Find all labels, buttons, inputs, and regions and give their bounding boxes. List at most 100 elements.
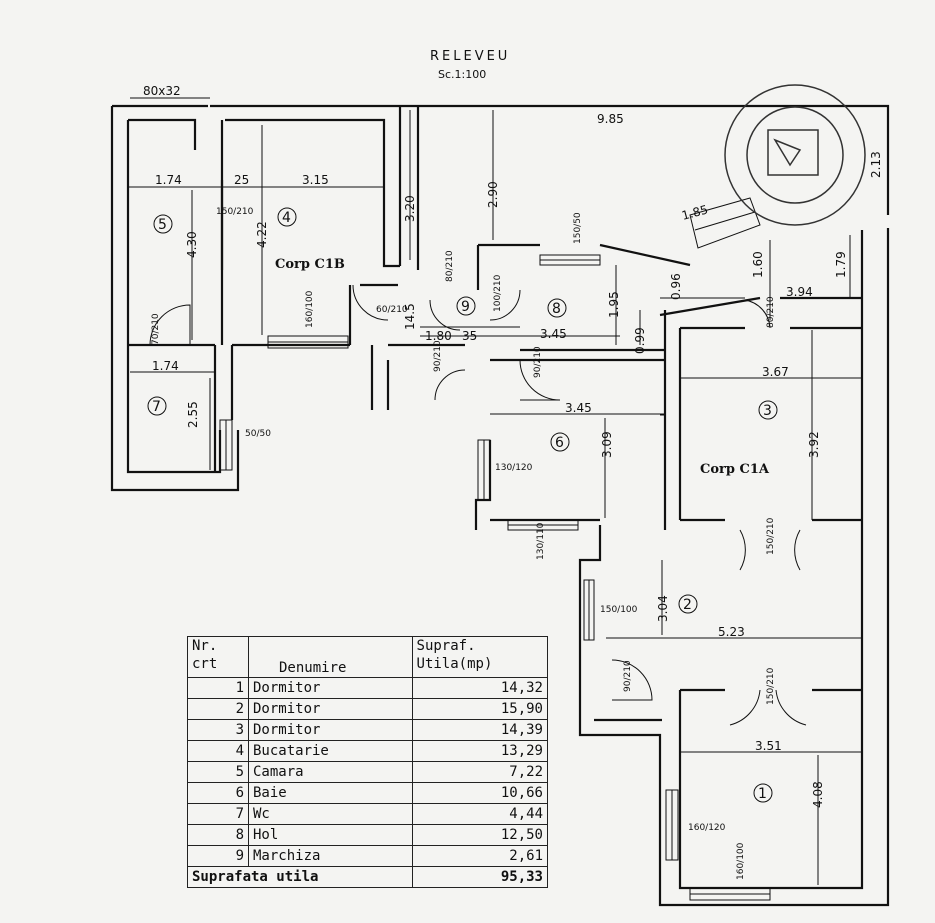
opening-label: 150/210 xyxy=(216,207,254,217)
legend-room-name: Wc xyxy=(248,803,413,825)
dimension-labels: 80x32 9.85 1.74 25 3.15 3.20 2.90 4.30 4… xyxy=(143,84,883,808)
legend-room-name: Dormitor xyxy=(248,698,413,720)
room-number-7: 7 xyxy=(152,399,161,415)
legend-room-area: 15,90 xyxy=(411,698,549,720)
dim-label: 3.45 xyxy=(540,327,567,341)
legend-room-name: Marchiza xyxy=(248,845,413,867)
opening-label: 90/210 xyxy=(623,660,633,692)
dim-label: 80x32 xyxy=(143,84,181,98)
opening-label: 160/100 xyxy=(305,290,315,328)
legend-room-name: Dormitor xyxy=(248,677,413,699)
legend-header-area2: Utila(mp) xyxy=(416,656,493,672)
dim-label: 1.95 xyxy=(607,291,621,318)
room-number-2: 2 xyxy=(683,597,692,613)
opening-label: 60/210 xyxy=(376,305,408,315)
dimension-lines xyxy=(130,97,851,885)
legend-total-value: 95,33 xyxy=(411,866,549,888)
dim-label: 3.04 xyxy=(656,595,670,622)
legend-room-area: 14,39 xyxy=(411,719,549,741)
dim-label: 9.85 xyxy=(597,112,624,126)
dim-label: 5.23 xyxy=(718,625,745,639)
dim-label: 3.67 xyxy=(762,365,789,379)
dim-label: 4.08 xyxy=(811,781,825,808)
dim-label: 2.55 xyxy=(186,401,200,428)
legend-header-row: Nr.crt Denumire Supraf.Utila(mp) xyxy=(187,636,549,678)
legend-nr: 6 xyxy=(187,782,249,804)
legend-room-area: 13,29 xyxy=(411,740,549,762)
dim-label: 2.13 xyxy=(869,151,883,178)
opening-label: 80/210 xyxy=(766,296,776,328)
notary-stamp xyxy=(724,84,866,226)
dim-label: 1.79 xyxy=(834,251,848,278)
room-number-9: 9 xyxy=(461,299,470,315)
room-number-4: 4 xyxy=(282,210,291,226)
room-number-1: 1 xyxy=(758,786,767,802)
legend-nr: 5 xyxy=(187,761,249,783)
dim-label: 3.45 xyxy=(565,401,592,415)
opening-label: 80/210 xyxy=(445,250,455,282)
room-numbers: 1 2 3 4 5 6 7 8 9 xyxy=(147,207,778,803)
opening-label: 150/100 xyxy=(600,605,638,615)
dim-label: 14.5 xyxy=(403,303,417,330)
legend-room-name: Baie xyxy=(248,782,413,804)
legend-nr: 2 xyxy=(187,698,249,720)
dim-label: 0.96 xyxy=(669,273,683,300)
dim-label: 3.94 xyxy=(786,285,813,299)
corp-c1b-label: Corp C1B xyxy=(275,257,345,272)
opening-label: 130/110 xyxy=(536,522,546,560)
room-number-6: 6 xyxy=(555,435,564,451)
legend-nr: 9 xyxy=(187,845,249,867)
dim-label: 35 xyxy=(462,329,477,343)
dim-label: 4.22 xyxy=(255,221,269,248)
legend-nr: 7 xyxy=(187,803,249,825)
dim-label: 3.09 xyxy=(600,431,614,458)
dim-label: 3.15 xyxy=(302,173,329,187)
opening-label: 150/210 xyxy=(766,667,776,705)
room-number-5: 5 xyxy=(158,217,167,233)
opening-label: 70/210 xyxy=(151,313,161,345)
dim-label: 2.90 xyxy=(486,181,500,208)
legend-room-area: 10,66 xyxy=(411,782,549,804)
legend-room-name: Camara xyxy=(248,761,413,783)
legend-header-nr: Nr.crt xyxy=(187,636,249,678)
legend-room-area: 4,44 xyxy=(411,803,549,825)
opening-label: 160/120 xyxy=(688,823,726,833)
dim-label: 1.80 xyxy=(425,329,452,343)
opening-label: 90/210 xyxy=(533,346,543,378)
opening-label: 150/50 xyxy=(573,212,583,244)
legend-total-label: Suprafata utila xyxy=(187,866,413,888)
opening-label: 90/210 xyxy=(433,340,443,372)
dim-label: 3.92 xyxy=(807,431,821,458)
legend-room-area: 7,22 xyxy=(411,761,549,783)
legend-nr: 8 xyxy=(187,824,249,846)
dim-label: 1.74 xyxy=(152,359,179,373)
legend-room-area: 14,32 xyxy=(411,677,549,699)
interior-walls xyxy=(128,120,862,753)
opening-label: 50/50 xyxy=(245,429,271,439)
legend-room-area: 12,50 xyxy=(411,824,549,846)
dim-label: 0.99 xyxy=(633,327,647,354)
legend-header-crt-text: crt xyxy=(192,656,218,672)
legend-nr: 1 xyxy=(187,677,249,699)
legend-header-area1: Supraf. xyxy=(416,638,476,654)
opening-label: 150/210 xyxy=(766,517,776,555)
dim-label: 4.30 xyxy=(185,231,199,258)
dim-label: 25 xyxy=(234,173,249,187)
legend-room-name: Hol xyxy=(248,824,413,846)
room-number-8: 8 xyxy=(552,301,561,317)
outer-walls xyxy=(110,104,890,907)
legend-room-name: Bucatarie xyxy=(248,740,413,762)
legend-nr: 4 xyxy=(187,740,249,762)
